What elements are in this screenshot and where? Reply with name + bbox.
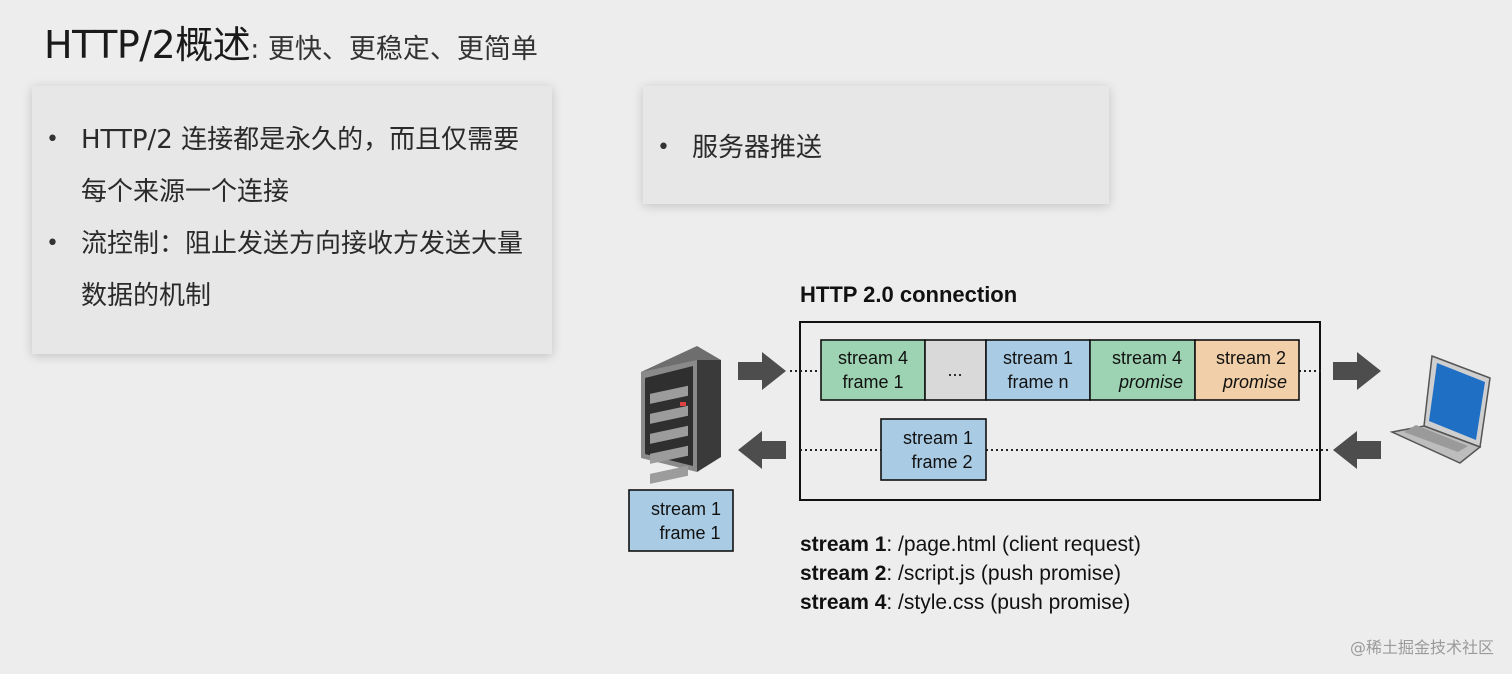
watermark: @稀土掘金技术社区 (1349, 638, 1494, 657)
legend-row: stream 4: /style.css (push promise) (800, 588, 1141, 617)
bullet-item: HTTP/2 连接都是永久的，而且仅需要每个来源一个连接 (46, 114, 552, 218)
frame-box (924, 339, 987, 401)
frame-label-line1: ... (947, 360, 962, 380)
frame-label-line1: stream 1 (651, 499, 721, 519)
legend-key: stream 1 (800, 533, 887, 556)
frame-label-line2: frame 1 (659, 523, 720, 543)
connection-label: HTTP 2.0 connection (800, 282, 1017, 307)
legend-value: : /style.css (push promise) (886, 591, 1131, 614)
arrow-right-icon (1333, 352, 1381, 390)
frame-server: stream 1 frame 1 (628, 489, 734, 552)
legend-key: stream 2 (800, 562, 887, 585)
title-main: HTTP/2概述 (44, 23, 251, 67)
bullet-list-left: HTTP/2 连接都是永久的，而且仅需要每个来源一个连接 流控制：阻止发送方向接… (32, 86, 552, 322)
legend-row: stream 1: /page.html (client request) (800, 530, 1141, 559)
frame-label-line2: promise (1222, 372, 1287, 392)
frame-label-line2: frame n (1007, 372, 1068, 392)
server-icon (641, 346, 721, 484)
frame-top-1: ... (924, 339, 987, 401)
frame-label-line1: stream 2 (1216, 348, 1286, 368)
page-title: HTTP/2概述: 更快、更稳定、更简单 (44, 14, 538, 69)
frame-label-line1: stream 1 (1003, 348, 1073, 368)
frame-box (1089, 339, 1196, 401)
bullet-item: 流控制：阻止发送方向接收方发送大量数据的机制 (46, 218, 552, 322)
legend-value: : /page.html (client request) (886, 533, 1141, 556)
frame-top-4: stream 2 promise (1194, 339, 1300, 401)
legend-key: stream 4 (800, 591, 887, 614)
frame-box (1194, 339, 1300, 401)
frame-box (820, 339, 926, 401)
connection-box (799, 321, 1321, 501)
frame-top-3: stream 4 promise (1089, 339, 1196, 401)
frame-top-0: stream 4 frame 1 (820, 339, 926, 401)
frame-label-line2: promise (1118, 372, 1183, 392)
frame-box (880, 418, 987, 481)
frame-label-line1: stream 4 (1112, 348, 1182, 368)
frame-box (628, 489, 734, 552)
frame-top-2: stream 1 frame n (985, 339, 1091, 401)
bullet-card-left: HTTP/2 连接都是永久的，而且仅需要每个来源一个连接 流控制：阻止发送方向接… (32, 86, 552, 354)
frame-label-line1: stream 1 (903, 428, 973, 448)
arrow-left-icon (738, 431, 786, 469)
frame-bottom: stream 1 frame 2 (880, 418, 987, 481)
bullet-item: 服务器推送 (657, 122, 1109, 174)
legend-value: : /script.js (push promise) (886, 562, 1121, 585)
legend-row: stream 2: /script.js (push promise) (800, 559, 1141, 588)
frame-label-line2: frame 2 (911, 452, 972, 472)
title-subtitle: : 更快、更稳定、更简单 (250, 34, 538, 65)
laptop-icon (1389, 354, 1491, 464)
frame-box (985, 339, 1091, 401)
arrow-left-icon (1333, 431, 1381, 469)
arrow-right-icon (738, 352, 786, 390)
bullet-list-right: 服务器推送 (643, 86, 1109, 174)
frame-label-line1: stream 4 (838, 348, 908, 368)
frame-label-line2: frame 1 (842, 372, 903, 392)
bullet-card-right: 服务器推送 (643, 86, 1109, 204)
stream-legend: stream 1: /page.html (client request) st… (800, 530, 1141, 617)
